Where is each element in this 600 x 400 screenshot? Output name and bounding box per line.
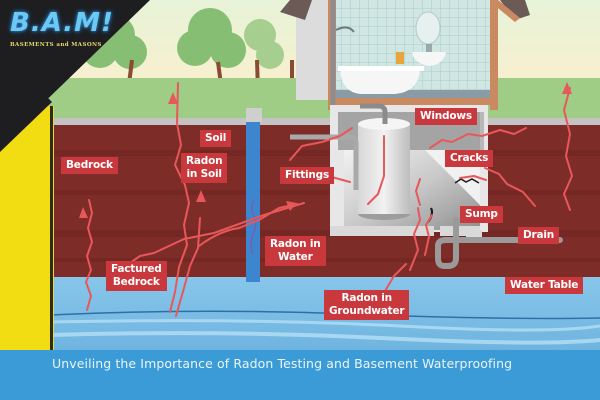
label-bedrock: Bedrock: [61, 157, 118, 174]
label-windows: Windows: [415, 108, 477, 125]
label-cracks: Cracks: [445, 150, 494, 167]
label-radon-in-groundwater: Radon in Groundwater: [324, 290, 410, 320]
label-factured-bedrock: Factured Bedrock: [106, 261, 167, 291]
label-radon-in-soil: Radon in Soil: [181, 153, 228, 183]
brand-subtitle: BASEMENTS and MASONS: [10, 42, 102, 48]
brand-logo: B.A.M!: [10, 8, 114, 38]
label-sump: Sump: [460, 206, 503, 223]
radon-arrows: [85, 82, 573, 317]
logo-backdrop: [0, 0, 150, 350]
label-water-table: Water Table: [505, 277, 584, 294]
label-radon-in-water: Radon in Water: [265, 236, 326, 266]
caption-title: Unveiling the Importance of Radon Testin…: [52, 356, 513, 371]
label-drain: Drain: [518, 227, 560, 244]
caption-bar: [0, 350, 600, 400]
label-soil: Soil: [200, 130, 232, 147]
label-fittings: Fittings: [280, 167, 335, 184]
